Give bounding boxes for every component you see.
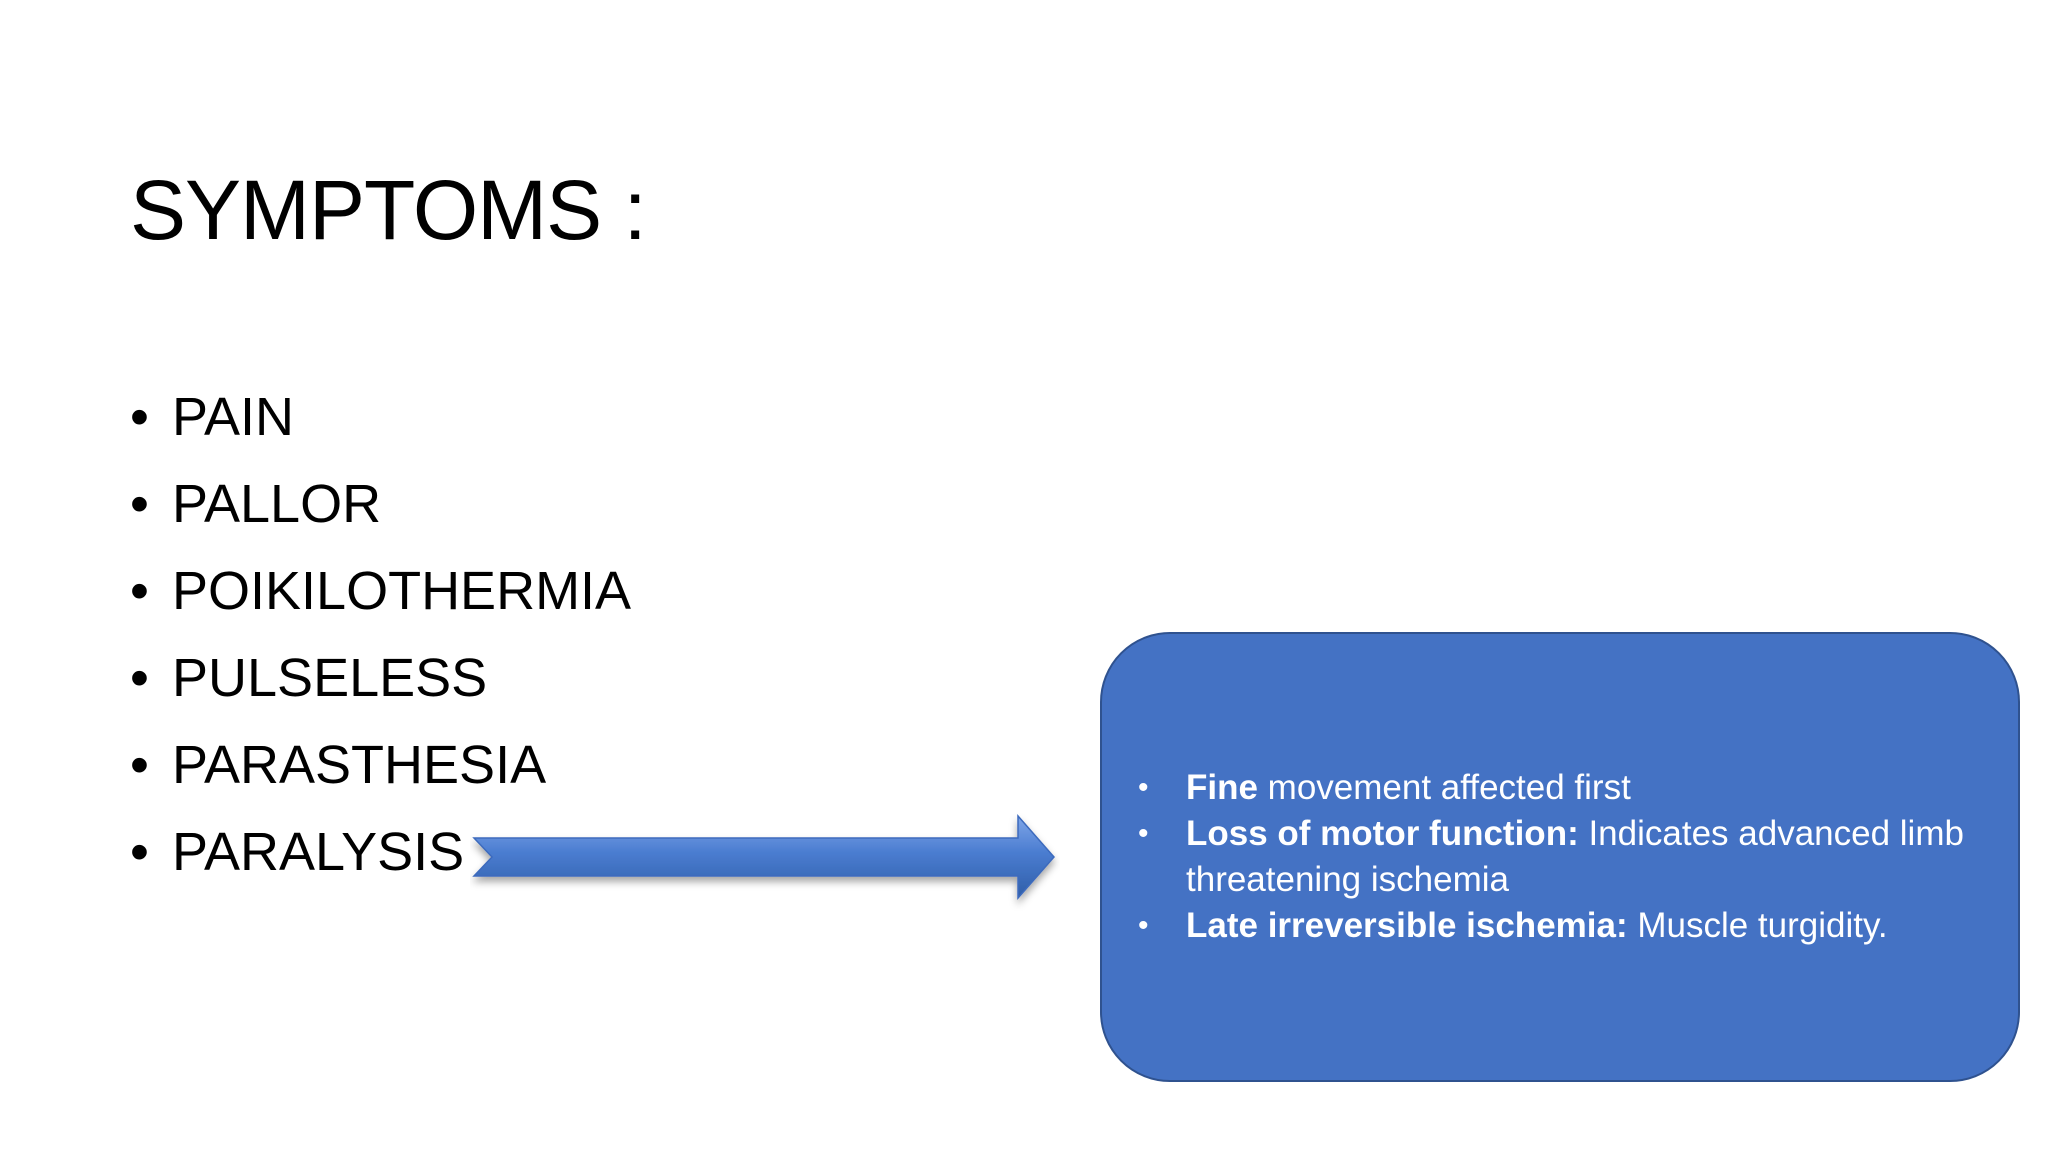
list-item: • Late irreversible ischemia: Muscle tur… [1138, 903, 1978, 949]
symptom-list: • PAIN • PALLOR • POIKILOTHERMIA • PULSE… [130, 386, 631, 908]
detail-text: movement affected first [1257, 768, 1631, 807]
slide-title: SYMPTOMS : [130, 163, 647, 257]
bullet-icon: • [1138, 817, 1149, 850]
symptom-label: PAIN [172, 387, 295, 447]
symptom-label: POIKILOTHERMIA [172, 561, 632, 621]
detail-bold-text: Fine [1186, 768, 1258, 807]
symptom-label: PARALYSIS : [172, 822, 495, 882]
detail-bold-text: Loss of motor function: [1186, 814, 1579, 853]
detail-text: Indicates advanced limb threatening isch… [1186, 814, 1964, 899]
right-arrow-icon [470, 812, 1060, 912]
list-item: • Fine movement affected first [1138, 765, 1978, 811]
detail-bold-text: Late irreversible ischemia: [1186, 906, 1628, 945]
arrow-shape [472, 814, 1055, 900]
list-item: • Loss of motor function: Indicates adva… [1138, 811, 1978, 903]
symptom-label: PALLOR [172, 474, 382, 534]
bullet-icon: • [130, 561, 149, 621]
bullet-icon: • [1138, 771, 1149, 804]
bullet-icon: • [130, 387, 149, 447]
detail-list: • Fine movement affected first • Loss of… [1102, 765, 2018, 949]
detail-text: Muscle turgidity. [1627, 906, 1888, 945]
bullet-icon: • [130, 735, 149, 795]
symptom-label: PULSELESS [172, 648, 488, 708]
bullet-icon: • [130, 822, 149, 882]
list-item: • PALLOR [130, 473, 631, 560]
list-item: • POIKILOTHERMIA [130, 560, 631, 647]
bullet-icon: • [1138, 909, 1149, 942]
detail-box: • Fine movement affected first • Loss of… [1100, 632, 2020, 1082]
list-item: • PARALYSIS : [130, 821, 631, 908]
list-item: • PULSELESS [130, 647, 631, 734]
bullet-icon: • [130, 648, 149, 708]
symptom-label: PARASTHESIA [172, 735, 547, 795]
bullet-icon: • [130, 474, 149, 534]
list-item: • PAIN [130, 386, 631, 473]
list-item: • PARASTHESIA [130, 734, 631, 821]
